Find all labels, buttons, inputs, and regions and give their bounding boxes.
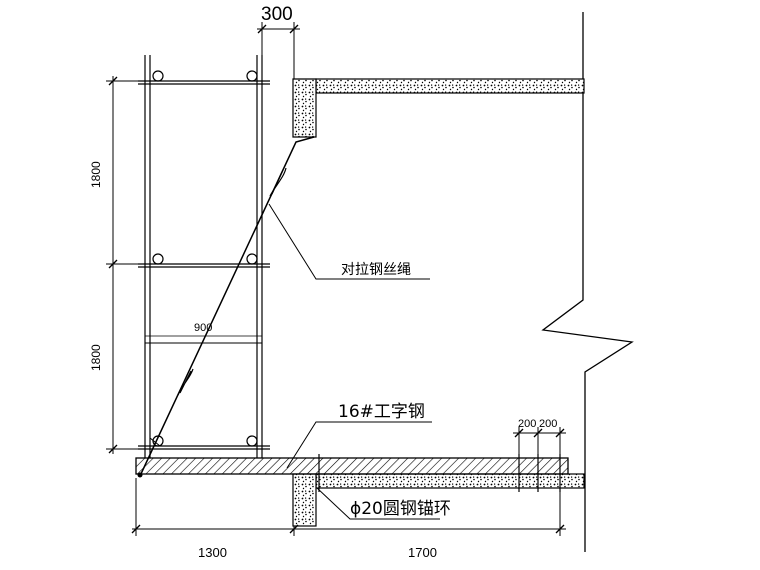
- lower-floor-slab: [315, 473, 585, 489]
- dim-text-anchor-b: 200: [539, 418, 557, 430]
- wire-rope-leader: [268, 203, 430, 280]
- rope-clamp: [269, 167, 287, 197]
- dim-tick: [533, 428, 543, 438]
- upper-edge-beam: [292, 78, 317, 138]
- wire-rope: [137, 136, 315, 478]
- tube-section: [152, 253, 164, 265]
- wall-line: [541, 12, 634, 552]
- dim-tick: [289, 24, 299, 34]
- dim-text-upper-height: 1800: [89, 161, 103, 188]
- i-beam-leader: [286, 421, 432, 469]
- dim-text-tie-spacing: 900: [194, 322, 212, 334]
- label-anchor-ring: ϕ20圆钢锚环: [350, 499, 451, 519]
- rope-clamp: [177, 368, 194, 396]
- leaders: [268, 203, 440, 520]
- tube-section: [246, 435, 258, 447]
- wire-rope-line: [139, 136, 315, 477]
- rope-anchor: [137, 472, 143, 478]
- anchor-ring-leader: [316, 487, 440, 520]
- building-structure: [292, 12, 634, 552]
- dim-tick: [257, 24, 267, 34]
- dim-text-top-offset: 300: [261, 4, 293, 25]
- tube-section: [246, 253, 258, 265]
- tube-section: [246, 70, 258, 82]
- dim-tick: [289, 524, 299, 534]
- i-beam: [135, 454, 569, 492]
- annotations: 300 1800 1800 900 200 200 1300 1700 对拉钢丝…: [89, 4, 557, 560]
- upper-floor-slab: [315, 78, 585, 94]
- tube-section: [152, 70, 164, 82]
- dim-tick: [108, 76, 118, 86]
- dim-tick: [131, 524, 141, 534]
- label-wire-rope: 对拉钢丝绳: [341, 262, 411, 278]
- dim-tick: [514, 428, 524, 438]
- dimensions: [106, 22, 566, 536]
- scaffold-frame: [138, 55, 270, 458]
- label-i-beam: 16#工字钢: [338, 402, 425, 422]
- dim-tick: [108, 259, 118, 269]
- dim-text-lower-height: 1800: [89, 344, 103, 371]
- dim-tick: [555, 428, 565, 438]
- brace-mark: [149, 437, 161, 447]
- dim-text-anchorage: 1700: [408, 545, 437, 560]
- dim-text-anchor-a: 200: [518, 418, 536, 430]
- lower-edge-beam: [292, 473, 317, 527]
- i-beam-body: [135, 457, 569, 475]
- dim-text-cantilever: 1300: [198, 545, 227, 560]
- dim-tick: [555, 524, 565, 534]
- dim-tick: [108, 444, 118, 454]
